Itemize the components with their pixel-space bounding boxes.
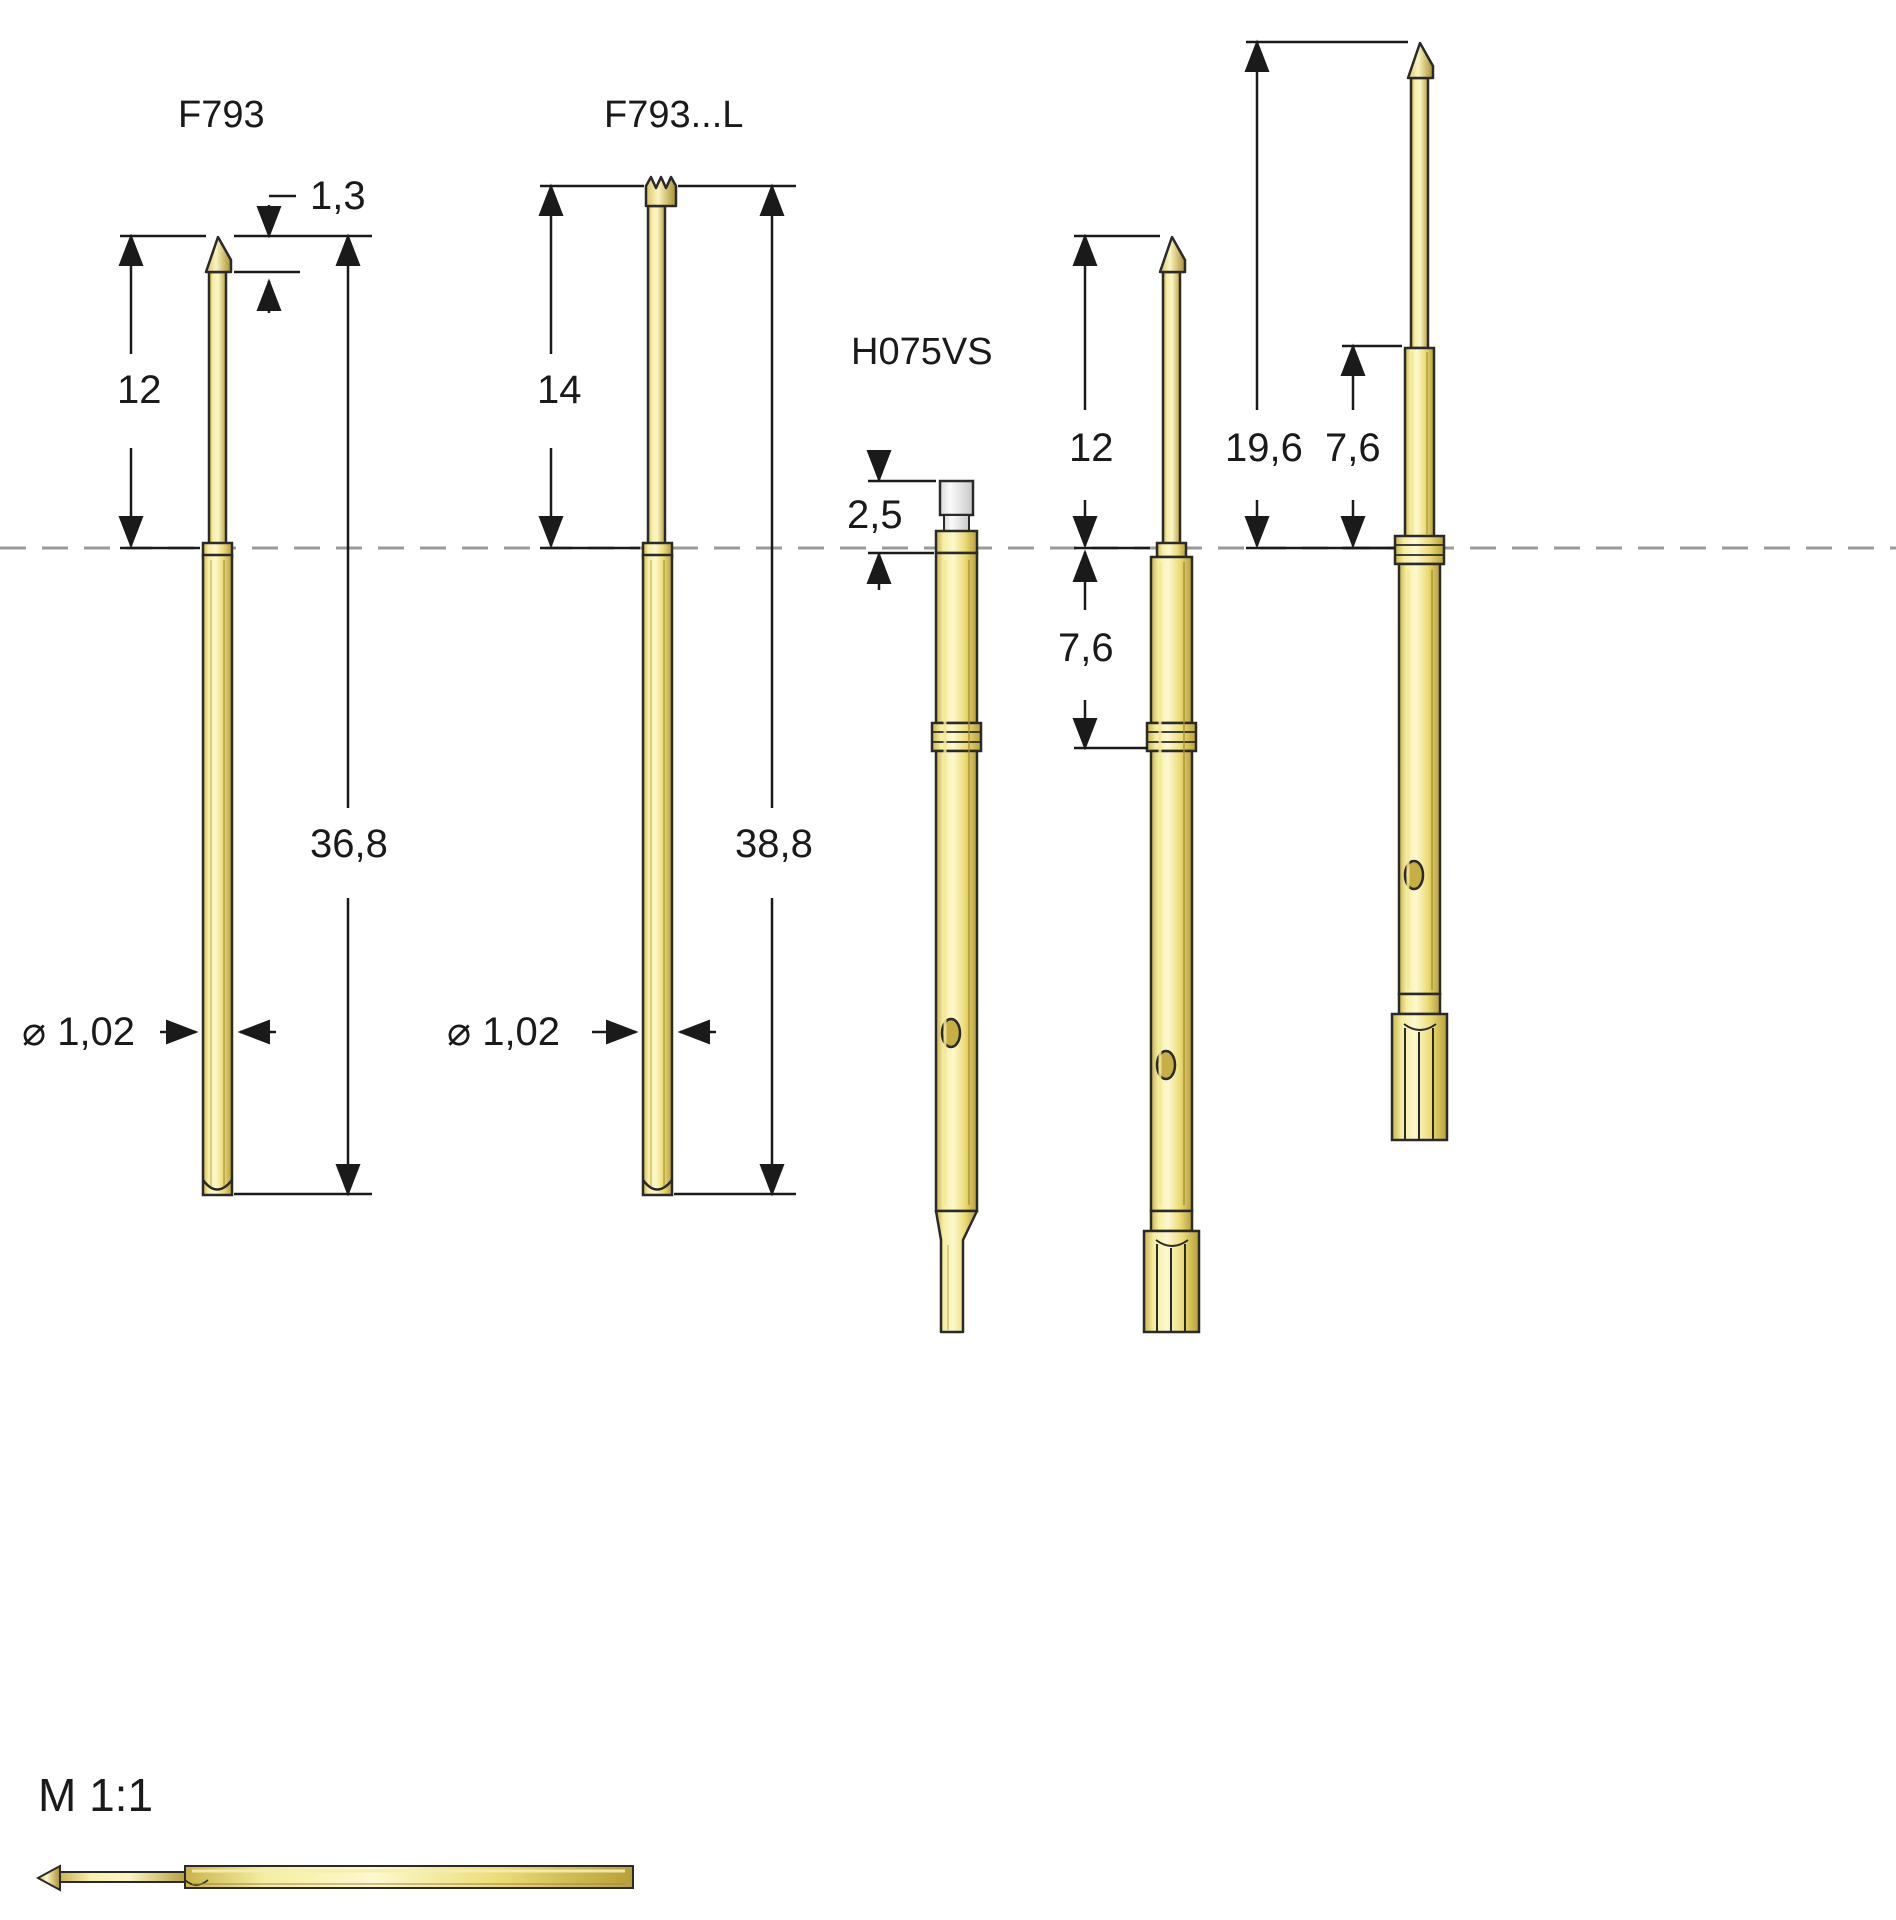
dim-19-6-leaders — [1244, 39, 1408, 550]
dimension-38-8: 38,8 — [735, 822, 813, 866]
dimension-36-8: 36,8 — [310, 822, 388, 866]
dim-12-b-leaders — [1072, 233, 1160, 550]
receptacle-h075vs-body — [930, 479, 983, 1334]
dim-7-6-b-leaders — [1340, 343, 1402, 550]
dimension-7-6-a: 7,6 — [1058, 626, 1114, 670]
probe-assembly-1-body — [1142, 235, 1201, 1334]
dim-2-5-leaders — [866, 450, 936, 590]
dim-12-a-leaders — [118, 233, 206, 550]
dimension-7-6-b: 7,6 — [1325, 426, 1381, 470]
dimension-2-5: 2,5 — [847, 493, 903, 537]
dimension-12-a: 12 — [117, 368, 162, 412]
dim-7-6-a-leaders — [1072, 549, 1148, 751]
part-title-h075vs: H075VS — [851, 331, 993, 373]
probe-f793-body — [201, 235, 234, 1197]
part-title-f793: F793 — [178, 94, 265, 136]
scale-note: M 1:1 — [38, 1769, 154, 1821]
dimension-diameter-b: ⌀ 1,02 — [447, 1010, 561, 1054]
dim-1-3-leaders — [234, 194, 300, 313]
dim-36-8-leaders — [234, 233, 372, 1197]
dimension-14: 14 — [537, 368, 582, 412]
dimension-12-b: 12 — [1069, 426, 1114, 470]
dimension-diameter-a: ⌀ 1,02 — [22, 1010, 136, 1054]
dimension-1-3: 1,3 — [310, 174, 366, 218]
probe-assembly-2-body — [1390, 41, 1449, 1142]
dimension-19-6: 19,6 — [1225, 426, 1303, 470]
part-title-f793l: F793...L — [604, 94, 744, 136]
probe-f793l-body — [641, 175, 678, 1197]
scale-sample-probe — [35, 1864, 634, 1892]
dim-14-leaders — [538, 183, 644, 550]
dim-38-8-leaders — [674, 183, 796, 1197]
